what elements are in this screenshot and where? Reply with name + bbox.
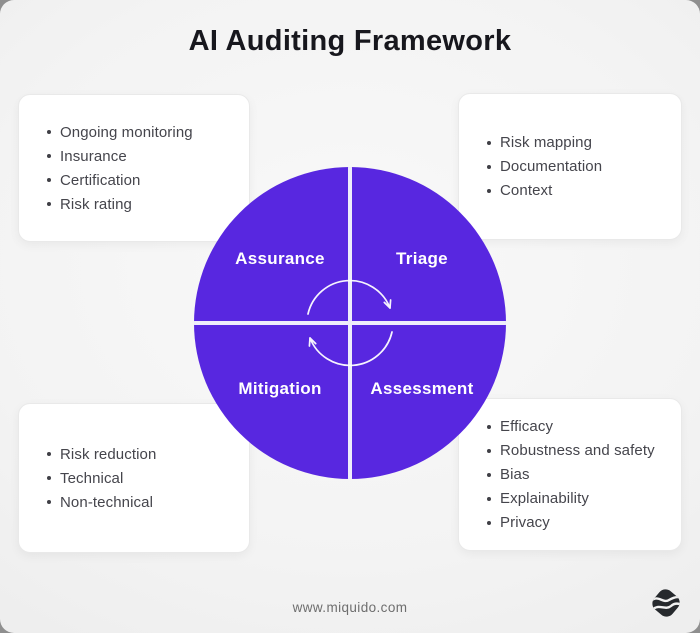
list-item: Non-technical [47,490,239,514]
bullet-dot [47,178,51,182]
list-item: Efficacy [487,415,671,439]
list-item-label: Ongoing monitoring [60,123,193,141]
list-item: Robustness and safety [487,439,671,463]
bullet-dot [487,472,491,477]
list-item: Risk mapping [487,131,671,155]
list-item-label: Documentation [500,158,603,175]
footer-url: www.miquido.com [292,600,408,615]
bullet-list: Efficacy Robustness and safety Bias Expl… [459,415,681,535]
bullet-dot [487,164,491,169]
card-assurance-items: Ongoing monitoring Insurance Certificati… [18,94,250,242]
bullet-dot [47,202,51,206]
list-item: Insurance [47,144,239,168]
list-item-label: Risk mapping [500,134,593,151]
cycle-arrows-icon [307,279,393,367]
list-item-label: Insurance [60,147,127,165]
list-item-label: Explainability [500,490,589,507]
quadrant-label-assessment: Assessment [370,379,474,398]
list-item-label: Technical [60,469,124,487]
quadrant-label-triage: Triage [396,249,448,268]
list-item: Explainability [487,487,671,511]
list-item: Bias [487,463,671,487]
list-item: Risk reduction [47,442,239,466]
list-item-label: Non-technical [60,493,154,511]
list-item-label: Certification [60,171,141,189]
list-item: Technical [47,466,239,490]
list-item-label: Robustness and safety [500,442,655,459]
list-item-label: Bias [500,466,530,483]
bullet-dot [47,452,51,456]
bullet-dot [487,140,491,145]
bullet-list: Ongoing monitoring Insurance Certificati… [19,120,249,216]
card-mitigation-items: Risk reduction Technical Non-technical [18,403,250,553]
list-item: Ongoing monitoring [47,120,239,144]
list-item-label: Risk reduction [60,445,157,463]
bullet-dot [47,130,51,134]
quadrant-label-mitigation: Mitigation [238,379,322,398]
list-item: Context [487,179,671,203]
card-assessment-items: Efficacy Robustness and safety Bias Expl… [458,398,682,551]
list-item-label: Efficacy [500,418,554,435]
bullet-dot [47,500,51,504]
list-item: Certification [47,168,239,192]
bullet-dot [487,496,491,501]
bullet-list: Risk reduction Technical Non-technical [19,442,249,514]
page-title: AI Auditing Framework [188,25,512,57]
list-item: Documentation [487,155,671,179]
bullet-dot [487,520,491,525]
quadrant-divider-vertical [348,167,352,479]
miquido-logo [649,589,683,617]
list-item-label: Privacy [500,514,550,531]
bullet-dot [487,424,491,429]
quadrant-label-assurance: Assurance [235,249,325,268]
cycle-diagram-circle: Assurance Triage Mitigation Assessment [194,167,506,479]
list-item-label: Risk rating [60,195,132,213]
list-item-label: Context [500,182,553,199]
list-item: Risk rating [47,192,239,216]
bullet-dot [487,188,491,193]
card-triage-items: Risk mapping Documentation Context [458,93,682,240]
bullet-list: Risk mapping Documentation Context [459,131,681,203]
bullet-dot [487,448,491,453]
bullet-dot [47,476,51,480]
bullet-dot [47,154,51,158]
list-item: Privacy [487,511,671,535]
